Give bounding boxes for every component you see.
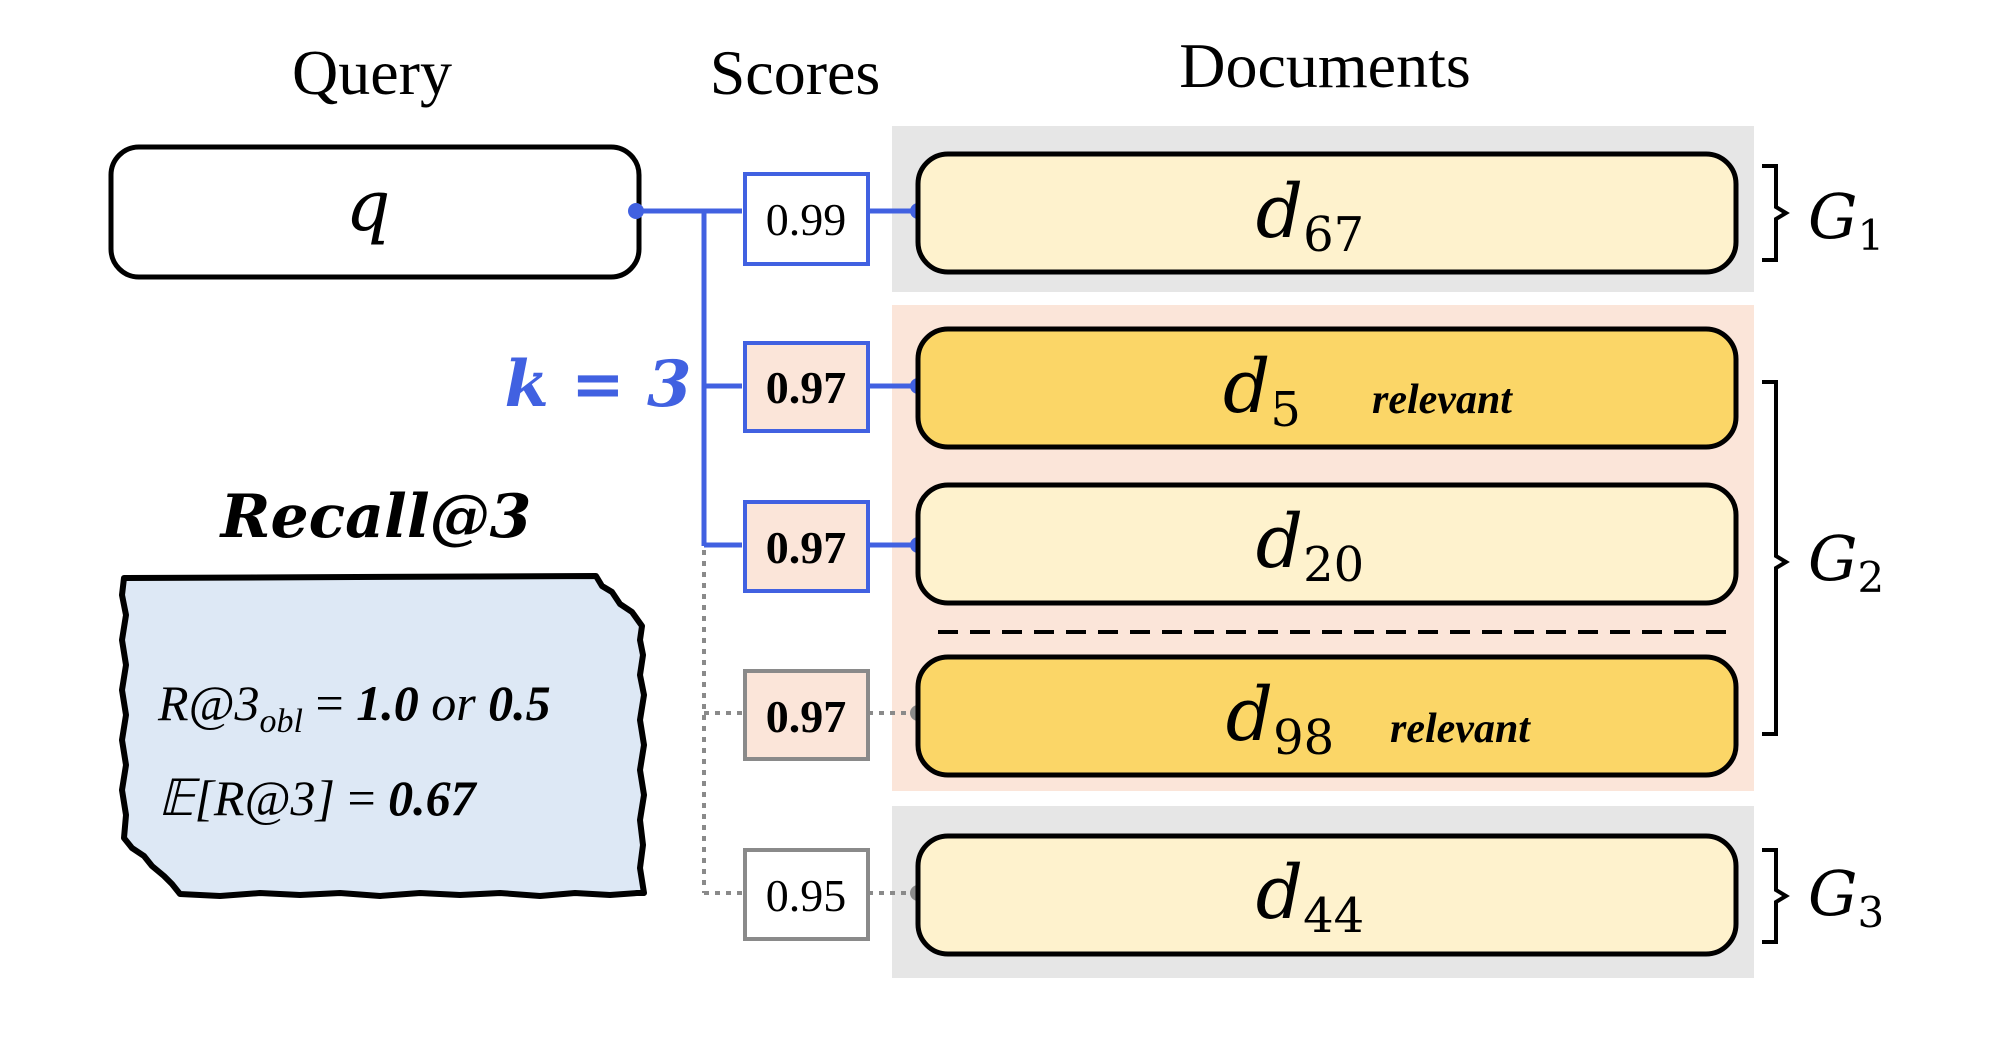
- doc-symbol: d: [1223, 344, 1270, 430]
- svg-text:d20: d20: [1256, 499, 1364, 593]
- metric-line-expected: 𝔼[R@3] = 0.67: [158, 770, 478, 826]
- document-d5: d5 relevant: [915, 326, 1739, 450]
- metric-title: Recall@3: [219, 482, 532, 552]
- k-label: k = 3: [504, 347, 691, 422]
- query-port-dot: [628, 203, 644, 219]
- score-value: 0.99: [766, 194, 847, 245]
- doc-subscript: 44: [1303, 888, 1364, 944]
- metric-or: or: [419, 675, 488, 731]
- metric-card: [119, 573, 647, 899]
- document-d67: d67: [915, 151, 1739, 275]
- doc-symbol: d: [1226, 672, 1273, 758]
- group-label-1: G1: [1808, 180, 1884, 260]
- score-value: 0.97: [766, 691, 847, 742]
- metric-eq: =: [303, 675, 356, 731]
- group-label-3: G3: [1808, 857, 1884, 937]
- score-value: 0.97: [766, 522, 847, 573]
- metric-lhs: R@3: [157, 675, 260, 731]
- metric-line-oblivious: R@3obl = 1.0 or 0.5: [157, 675, 551, 740]
- document-d20: d20: [915, 482, 1739, 606]
- svg-text:d5: d5: [1223, 344, 1301, 438]
- doc-subscript: 98: [1273, 710, 1334, 766]
- group-brace-1: [1762, 164, 1790, 262]
- doc-subscript: 20: [1303, 537, 1364, 593]
- metric-value-1: 1.0: [356, 675, 419, 731]
- metric-expected-lhs: 𝔼[R@3]: [158, 770, 335, 826]
- topk-connectors: [636, 208, 918, 548]
- score-box-5: 0.95: [743, 848, 870, 941]
- score-value: 0.97: [766, 362, 847, 413]
- document-d98: d98 relevant: [915, 654, 1739, 778]
- score-value: 0.95: [766, 870, 847, 921]
- metric-expected-value: 0.67: [388, 770, 478, 826]
- doc-symbol: d: [1256, 850, 1303, 936]
- doc-subscript: 5: [1270, 382, 1301, 438]
- relevant-tag: relevant: [1390, 706, 1531, 752]
- query-symbol: q: [346, 165, 391, 247]
- metric-eq: =: [335, 770, 388, 826]
- metric-lhs-sub: obl: [260, 703, 303, 740]
- group-brace-3: [1762, 848, 1790, 944]
- group-label-2: G2: [1808, 522, 1884, 602]
- doc-symbol: d: [1256, 499, 1303, 585]
- outside-topk-connectors: [702, 550, 918, 895]
- header-query: Query: [292, 37, 452, 108]
- score-box-3: 0.97: [743, 500, 870, 593]
- doc-subscript: 67: [1303, 207, 1364, 263]
- score-box-1: 0.99: [743, 172, 870, 266]
- document-d44: d44: [915, 833, 1739, 957]
- group-brace-2: [1762, 380, 1790, 736]
- svg-text:d67: d67: [1256, 169, 1364, 263]
- header-scores: Scores: [710, 37, 881, 108]
- score-box-4: 0.97: [743, 669, 870, 761]
- relevant-tag: relevant: [1372, 377, 1513, 423]
- header-documents: Documents: [1179, 30, 1471, 101]
- metric-value-2: 0.5: [488, 675, 551, 731]
- doc-symbol: d: [1256, 169, 1303, 255]
- score-box-2: 0.97: [743, 341, 870, 433]
- svg-text:d44: d44: [1256, 850, 1364, 944]
- svg-text:d98: d98: [1226, 672, 1334, 766]
